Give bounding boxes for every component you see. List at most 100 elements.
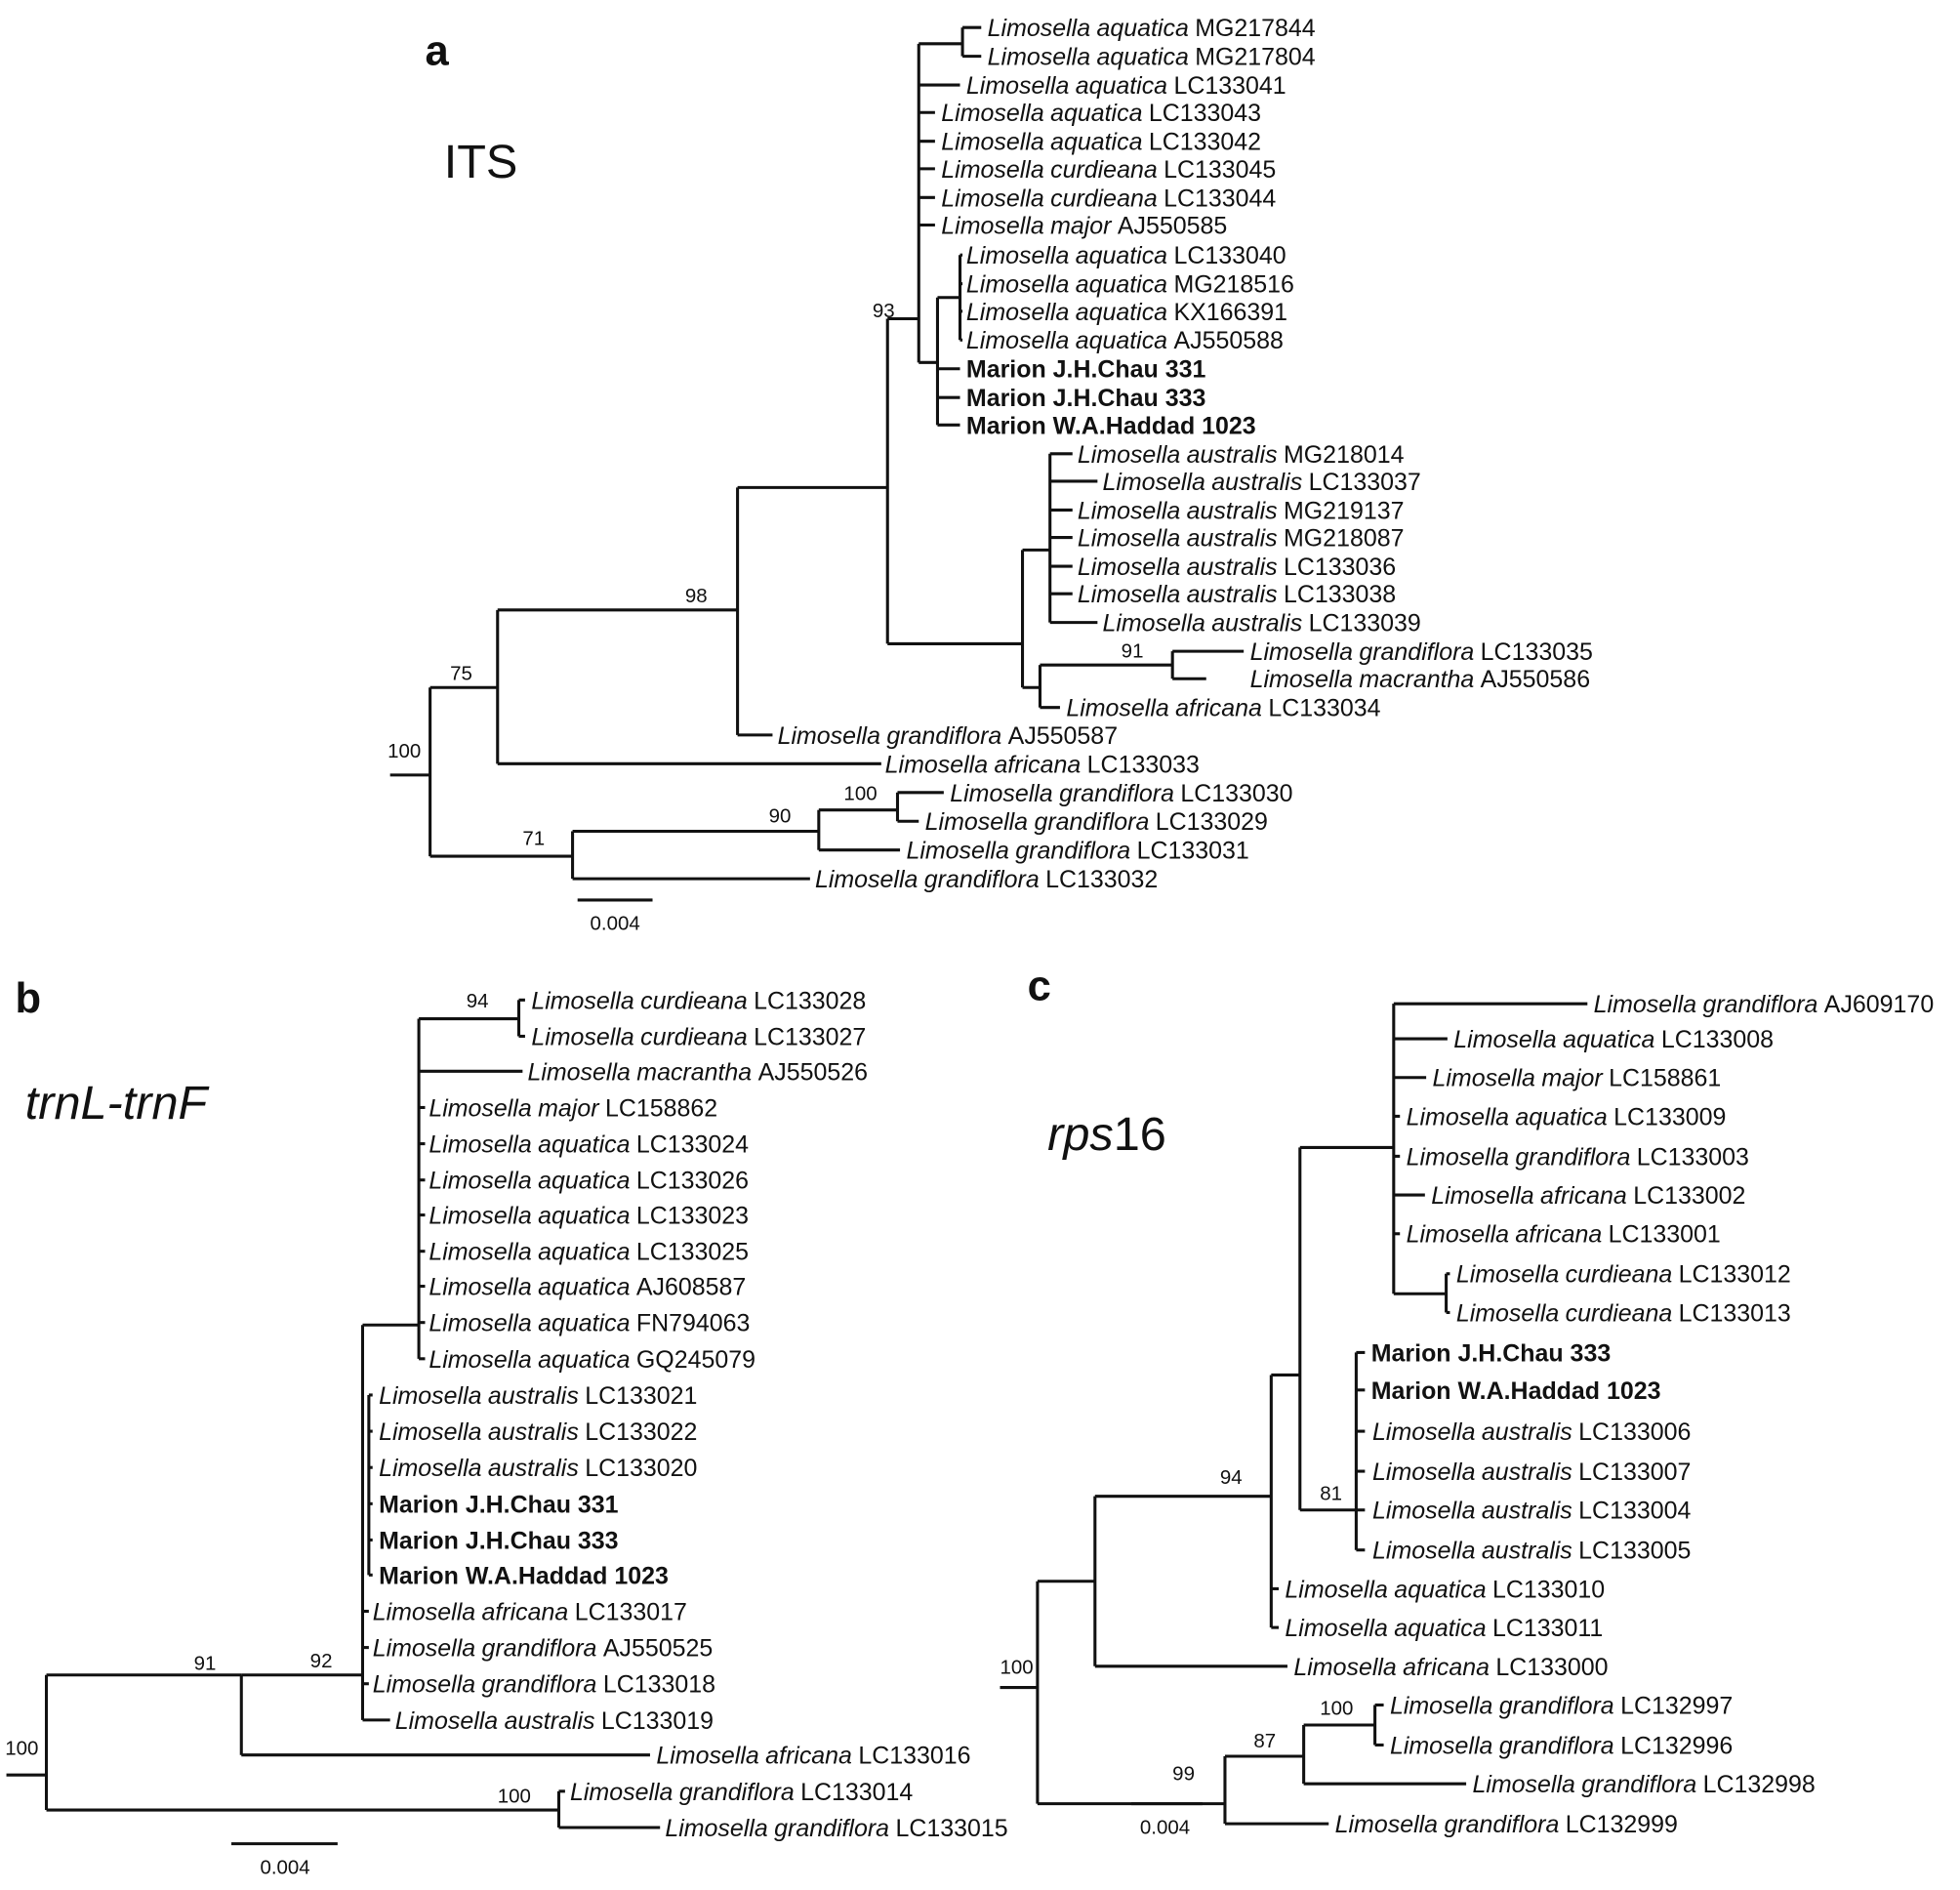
species-name: curdieana [1050, 185, 1158, 212]
species-name: grandiflora [1034, 808, 1149, 836]
accession-number: KX166391 [1173, 299, 1287, 326]
accession-number: LC133019 [601, 1707, 714, 1735]
species-name: africana [1540, 1182, 1627, 1210]
accession-number: LC133036 [1284, 554, 1396, 581]
accession-number: LC133037 [1309, 469, 1421, 496]
genus-name: Limosella [1078, 497, 1181, 524]
accession-number: AJ550525 [603, 1635, 713, 1663]
accession-number: LC133025 [636, 1239, 749, 1266]
genus-name: Limosella [395, 1707, 499, 1735]
genus-name: Limosella [1372, 1418, 1476, 1446]
genus-name: Limosella [988, 44, 1091, 71]
panel-label: b [16, 975, 42, 1022]
genus-name: Limosella [1456, 1299, 1560, 1327]
species-name: aquatica [538, 1168, 630, 1195]
species-name: curdieana [1566, 1299, 1673, 1327]
accession-number: LC133004 [1578, 1498, 1691, 1525]
panel-label: c [1028, 963, 1051, 1009]
gene-label: trnL-trnF [25, 1077, 210, 1130]
species-name: africana [482, 1598, 569, 1625]
accession-number: LC133013 [1679, 1299, 1791, 1327]
species-name: grandiflora [482, 1635, 597, 1663]
bootstrap-value: 94 [1220, 1466, 1243, 1489]
bootstrap-value: 100 [5, 1738, 38, 1760]
species-name: aquatica [1096, 15, 1188, 42]
taxon-label: Marion W.A.Haddad 1023 [966, 412, 1256, 439]
accession-number: LC133027 [754, 1023, 866, 1050]
scale-bar-label: 0.004 [260, 1856, 309, 1878]
accession-number: FN794063 [636, 1310, 751, 1337]
genus-name: Limosella [373, 1671, 476, 1699]
species-name: aquatica [538, 1203, 630, 1230]
species-name: australis [1482, 1498, 1572, 1525]
genus-name: Limosella [1250, 638, 1354, 666]
species-name: africana [1403, 1654, 1490, 1681]
specimen-name: Marion W.A.Haddad 1023 [966, 412, 1256, 439]
genus-name: Limosella [966, 72, 1070, 100]
bootstrap-value: 94 [467, 990, 489, 1012]
accession-number: LC133012 [1679, 1261, 1791, 1289]
bootstrap-value: 100 [1000, 1656, 1033, 1678]
genus-name: Limosella [1285, 1576, 1388, 1603]
accession-number: LC133014 [800, 1779, 913, 1806]
accession-number: LC133011 [1492, 1615, 1603, 1642]
species-name: aquatica [1515, 1103, 1607, 1130]
species-name: australis [488, 1455, 579, 1482]
genus-name: Limosella [1456, 1261, 1560, 1289]
accession-number: MG218014 [1284, 441, 1405, 469]
species-name: grandiflora [924, 866, 1040, 893]
genus-name: Limosella [1594, 991, 1697, 1018]
genus-name: Limosella [665, 1815, 768, 1842]
species-name: aquatica [1076, 299, 1167, 326]
species-name: curdieana [1050, 156, 1158, 184]
accession-number: LC132996 [1620, 1732, 1733, 1759]
species-name: grandiflora [1499, 1692, 1614, 1719]
genus-name: Limosella [1078, 554, 1181, 581]
species-name: aquatica [1076, 327, 1167, 354]
species-name: aquatica [1394, 1615, 1486, 1642]
species-name: australis [1187, 441, 1278, 469]
genus-name: Limosella [1078, 441, 1181, 469]
accession-number: LC133029 [1156, 808, 1268, 836]
accession-number: AJ550586 [1481, 666, 1590, 693]
bootstrap-value: 99 [1172, 1762, 1195, 1785]
genus-name: Limosella [815, 866, 919, 893]
panel-label: a [425, 28, 449, 75]
species-name: grandiflora [886, 722, 1001, 750]
accession-number: MG217844 [1195, 15, 1316, 42]
accession-number: LC133030 [1180, 780, 1292, 807]
genus-name: Limosella [1433, 1065, 1536, 1092]
accession-number: LC132997 [1620, 1692, 1733, 1719]
accession-number: LC133007 [1578, 1459, 1691, 1486]
